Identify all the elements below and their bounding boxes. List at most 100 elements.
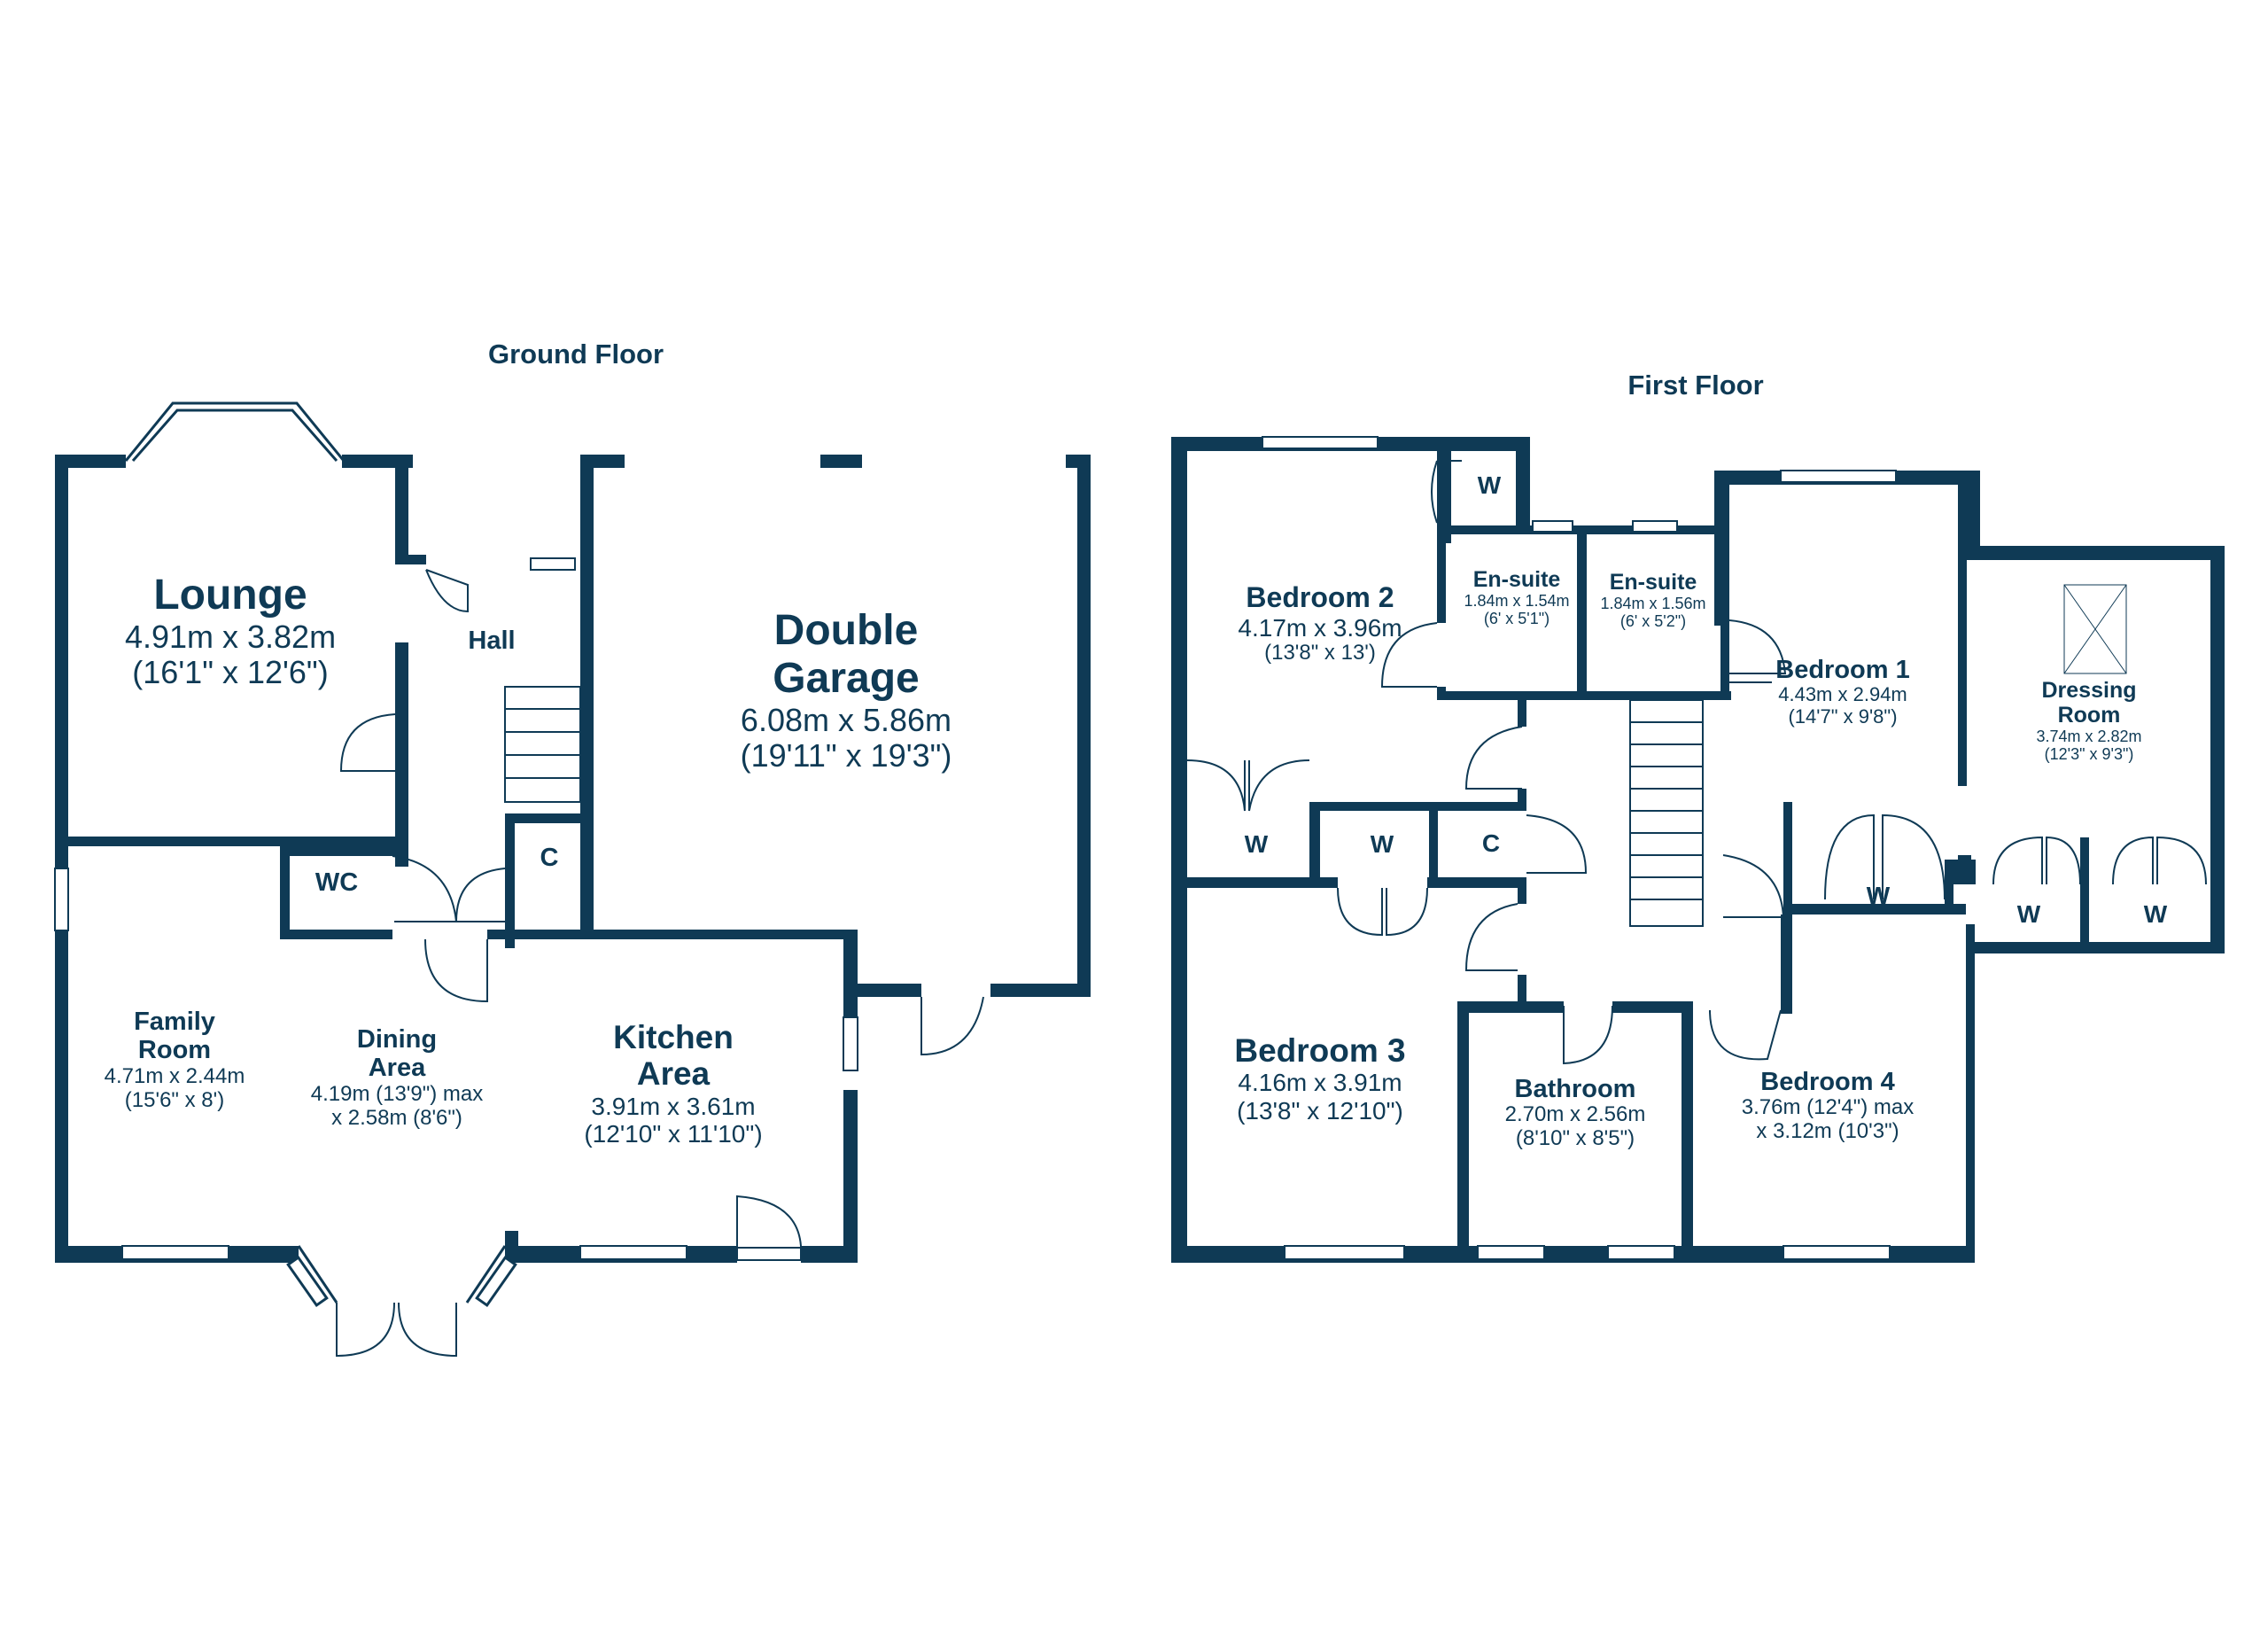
ground-floor-title: Ground Floor (487, 339, 664, 370)
room-dimensions-metric: 2.70m x 2.56m (1504, 1102, 1646, 1127)
wall (1077, 455, 1091, 997)
window (1262, 436, 1379, 449)
wardrobe-label: W (2016, 900, 2041, 928)
door-landing-top (1464, 726, 1523, 790)
wall (55, 837, 408, 846)
room-ensuite-a: En-suite 1.84m x 1.54m (6' x 5'1") (1464, 567, 1569, 627)
wall (1427, 877, 1526, 888)
room-family: Family Room 4.71m x 2.44m (15'6" x 8') (105, 1008, 245, 1113)
wardrobe-doors (1186, 584, 2207, 937)
wardrobe-door (1337, 887, 1383, 937)
room-name-line2: Area (636, 1055, 711, 1093)
room-dimensions-imperial: (12'3" x 9'3") (2044, 745, 2134, 764)
wardrobe-door (2112, 836, 2154, 885)
door-cupboard (1526, 814, 1588, 874)
room-name: En-suite (1609, 570, 1697, 595)
wall (1457, 1001, 1469, 1263)
window (121, 1245, 229, 1260)
room-name: Bathroom (1514, 1075, 1636, 1103)
room-dimensions-metric: 4.71m x 2.44m (104, 1063, 245, 1088)
room-bedroom3: Bedroom 3 4.16m x 3.91m (13'8" x 12'10") (1234, 1032, 1405, 1125)
room-dimensions-imperial: (16'1" x 12'6") (132, 654, 329, 691)
room-name-line1: Family (134, 1008, 215, 1036)
room-dimensions-imperial: (13'8" x 12'10") (1237, 1096, 1403, 1125)
room-dimensions-imperial: (12'10" x 11'10") (584, 1120, 763, 1148)
window (530, 557, 576, 571)
first-floor-walls (1171, 437, 2225, 1263)
wall (1714, 471, 1729, 626)
wall (1966, 924, 1975, 1263)
room-name-line2: Room (2057, 703, 2121, 728)
wardrobe-door (1882, 813, 1946, 900)
skylight (2063, 584, 2127, 674)
wardrobe-door (2046, 836, 2081, 885)
dining-bay (286, 1245, 517, 1358)
window (1284, 1245, 1405, 1260)
window (843, 1016, 858, 1071)
wall (1518, 975, 1526, 1010)
wall (1682, 1001, 1693, 1263)
window (1607, 1245, 1675, 1260)
wall (1958, 485, 1967, 786)
wall (1518, 886, 1526, 904)
wardrobe-door (1386, 887, 1428, 937)
landing-stairs (1629, 699, 1704, 927)
wall (1518, 700, 1526, 727)
door-bathroom (1563, 1005, 1613, 1065)
first-floor-windows (1262, 436, 1897, 1260)
wall (2080, 837, 2089, 942)
wardrobe-door (1824, 813, 1875, 900)
window (1783, 1245, 1891, 1260)
wall (843, 984, 921, 997)
room-dimensions-imperial: (15'6" x 8') (124, 1087, 225, 1112)
window (54, 868, 69, 931)
hall-stairs (504, 686, 581, 803)
ground-doors (339, 569, 984, 1261)
door-lounge (339, 713, 396, 772)
wall (1781, 1003, 1792, 1014)
room-name-line1: Double (773, 607, 919, 654)
wall (1783, 904, 1966, 915)
wall (1437, 525, 1446, 623)
wall (1781, 915, 1792, 1003)
room-dimensions-metric: 4.43m x 2.94m (1778, 683, 1907, 706)
room-dimensions-metric: 4.91m x 3.82m (124, 618, 337, 655)
wall (1516, 437, 1530, 525)
wardrobe-label: W (1477, 471, 1502, 499)
bay-outline (124, 401, 346, 462)
wall (1437, 437, 1451, 543)
room-name: En-suite (1472, 567, 1561, 592)
door-ensuite-b (1728, 619, 1787, 674)
room-bathroom: Bathroom 2.70m x 2.56m (8'10" x 8'5") (1505, 1075, 1646, 1151)
wall (1171, 877, 1320, 888)
room-name: Bedroom 4 (1760, 1068, 1895, 1096)
wall (580, 455, 625, 468)
room-dimensions-metric: 1.84m x 1.54m (1464, 592, 1570, 610)
wall (280, 846, 408, 856)
room-dimensions-line2: x 3.12m (10'3") (1756, 1119, 1899, 1144)
room-name-line2: Area (368, 1054, 426, 1083)
room-kitchen: Kitchen Area 3.91m x 3.61m (12'10" x 11'… (584, 1019, 762, 1148)
wall (1612, 1001, 1692, 1013)
wall (1945, 860, 1953, 913)
wardrobe-label: W (2143, 900, 2168, 928)
room-name-line1: Dressing (2041, 678, 2137, 703)
room-dimensions-metric: 3.74m x 2.82m (2036, 728, 2142, 745)
room-dimensions-imperial: (8'10" x 8'5") (1515, 1126, 1635, 1151)
room-dimensions-metric: 4.16m x 3.91m (1238, 1069, 1402, 1097)
room-name: Bedroom 3 (1234, 1032, 1406, 1069)
wall (505, 813, 594, 823)
wall (395, 642, 408, 846)
bay-window-left (286, 1255, 329, 1308)
wall (280, 930, 392, 939)
room-name-line2: Room (137, 1036, 212, 1065)
window (1632, 520, 1678, 533)
door-cupboard (454, 868, 506, 922)
room-bedroom2: Bedroom 2 4.17m x 3.96m (13'8" x 13') (1238, 581, 1402, 665)
wall (1171, 437, 1187, 1263)
wall (580, 455, 594, 933)
room-name: Bedroom 2 (1246, 581, 1394, 613)
room-lounge: Lounge 4.91m x 3.82m (16'1" x 12'6") (125, 572, 336, 690)
room-name-line1: Dining (356, 1025, 438, 1054)
wall (1720, 620, 1729, 700)
